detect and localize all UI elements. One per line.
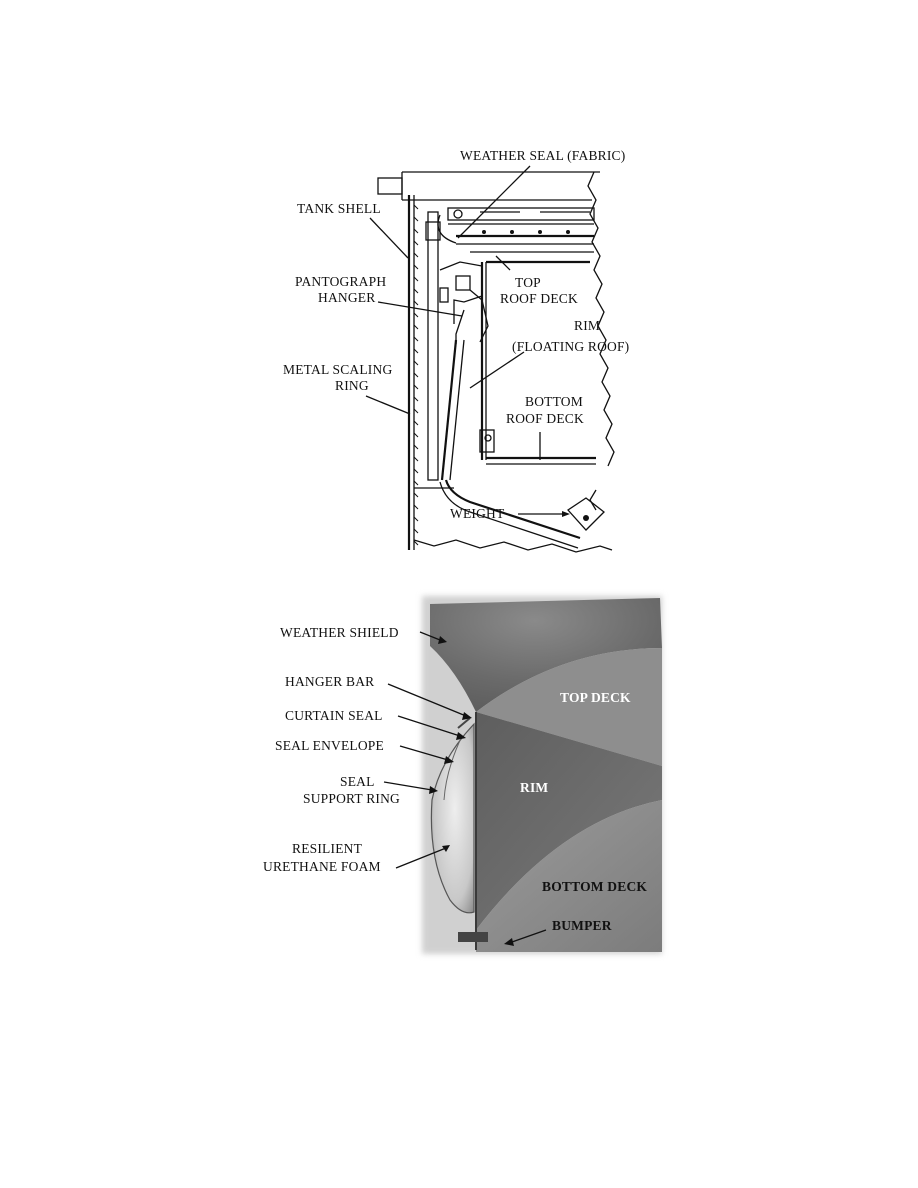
rim-wall <box>479 262 495 460</box>
hatch-mark <box>413 420 419 426</box>
seal-envelope-line <box>443 735 463 801</box>
hatch-mark <box>413 408 419 414</box>
bottom-photo: WEATHER SHIELD HANGER BAR CURTAIN SEAL S… <box>263 596 662 954</box>
hatch-mark <box>413 372 419 378</box>
label-weight: WEIGHT <box>450 506 505 521</box>
hatch-mark <box>413 468 419 474</box>
hatch-mark <box>413 252 419 258</box>
hatch-mark <box>413 384 419 390</box>
label-metal-ring-1: METAL SCALING <box>283 362 392 377</box>
label-rim-1: RIM <box>574 318 600 333</box>
weather-shield-shape <box>430 598 662 712</box>
hatch-mark <box>413 480 419 486</box>
top-leaders <box>365 165 570 517</box>
label-foam-1: RESILIENT <box>292 841 363 856</box>
hatch-mark <box>413 336 419 342</box>
hatch-mark <box>413 444 419 450</box>
label-top-roof-2: ROOF DECK <box>500 291 578 306</box>
hatch-mark <box>413 324 419 330</box>
label-tank-shell: TANK SHELL <box>297 201 381 216</box>
label-bottom-roof-1: BOTTOM <box>525 394 583 409</box>
hatch-mark <box>413 360 419 366</box>
label-bottom-deck: BOTTOM DECK <box>542 879 647 894</box>
label-seal-1: SEAL <box>340 774 375 789</box>
label-foam-2: URETHANE FOAM <box>263 859 381 874</box>
hatch-mark <box>413 516 419 522</box>
hatch-mark <box>413 396 419 402</box>
label-top-deck: TOP DECK <box>560 690 631 705</box>
hatch-mark <box>413 240 419 246</box>
hatch-mark <box>413 216 419 222</box>
hatch-mark <box>413 348 419 354</box>
label-hanger-bar: HANGER BAR <box>285 674 374 689</box>
hatch-mark <box>413 432 419 438</box>
label-seal-2: SUPPORT RING <box>303 791 400 806</box>
deck-right-edge <box>486 171 615 467</box>
shell-top-cap <box>377 171 600 201</box>
rim-shape <box>476 712 662 930</box>
weight-arm <box>414 479 605 549</box>
guide-pole <box>425 211 441 481</box>
label-rim: RIM <box>520 780 548 795</box>
top-deck-shape <box>476 648 662 766</box>
label-metal-ring-2: RING <box>335 378 369 393</box>
hatch-mark <box>413 204 419 210</box>
bottom-leaders <box>383 631 547 946</box>
hatch-mark <box>413 456 419 462</box>
pantograph-hanger <box>439 261 489 481</box>
bumper-shape <box>458 932 488 942</box>
label-curtain-seal: CURTAIN SEAL <box>285 708 383 723</box>
hatch-mark <box>413 540 419 546</box>
hatch-mark <box>413 300 419 306</box>
label-bumper: BUMPER <box>552 918 612 933</box>
hanger-bar-shape <box>457 717 471 729</box>
cutaway-base <box>413 489 613 553</box>
label-bottom-roof-2: ROOF DECK <box>506 411 584 426</box>
hatch-mark <box>413 504 419 510</box>
label-top-roof-1: TOP <box>515 275 541 290</box>
weather-seal-housing <box>437 207 595 253</box>
label-seal-envelope: SEAL ENVELOPE <box>275 738 384 753</box>
label-pantograph-2: HANGER <box>318 290 375 305</box>
hatch-mark <box>413 492 419 498</box>
hatch-mark <box>413 312 419 318</box>
tank-shell-wall <box>407 195 415 550</box>
label-rim-2: (FLOATING ROOF) <box>512 339 629 354</box>
label-pantograph-1: PANTOGRAPH <box>295 274 386 289</box>
hatch-mark <box>413 288 419 294</box>
metal-ring-hatch <box>413 204 419 546</box>
hatch-mark <box>413 528 419 534</box>
bottom-deck-shape <box>476 800 662 952</box>
hatch-mark <box>413 276 419 282</box>
label-weather-shield: WEATHER SHIELD <box>280 625 399 640</box>
hatch-mark <box>413 228 419 234</box>
hatch-mark <box>413 264 419 270</box>
top-diagram: WEATHER SEAL (FABRIC) TANK SHELL PANTOGR… <box>283 148 629 553</box>
label-weather-seal: WEATHER SEAL (FABRIC) <box>460 148 625 163</box>
